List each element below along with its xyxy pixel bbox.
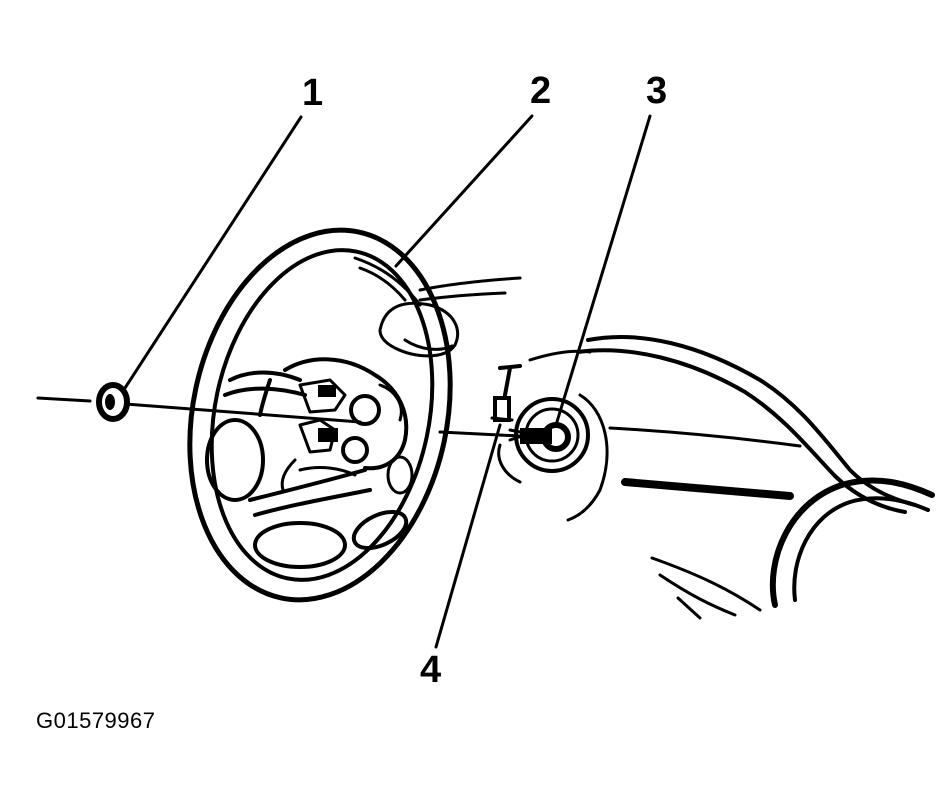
leader-line-2: [394, 114, 534, 268]
steering-column-hub: [497, 397, 590, 484]
callout-4: 4: [420, 649, 442, 691]
leader-line-1: [123, 115, 303, 390]
steering-bolt: [490, 364, 522, 422]
callout-1: 1: [302, 72, 324, 114]
instrument-panel: [378, 276, 935, 620]
leader-line-3: [554, 114, 652, 427]
leader-line-4: [434, 423, 502, 649]
figure-id: G01579967: [36, 708, 156, 733]
steering-wheel: [187, 227, 453, 603]
callout-2: 2: [530, 70, 552, 112]
retaining-nut: [96, 382, 130, 422]
callout-3: 3: [646, 70, 668, 112]
assembly-axis-line: [36, 396, 522, 438]
